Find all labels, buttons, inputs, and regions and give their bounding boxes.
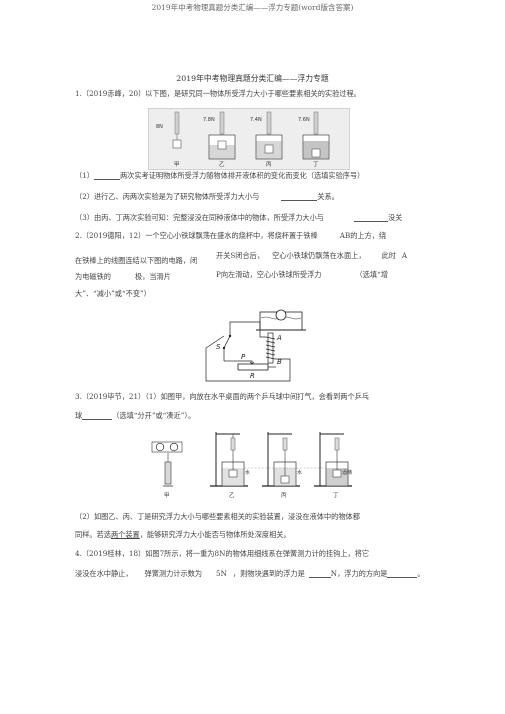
page-header: 2019年中考物理真题分类汇编——浮力专题(word版含答案) bbox=[151, 3, 354, 12]
q2-line2a: 在铁棒上的线圈连结以下图的电路，闭 bbox=[75, 256, 198, 265]
q3-stem: 3.（2019毕节，21）（1）如图甲，向放在水平桌面的两个乒乓球中间打气，会看… bbox=[75, 392, 370, 401]
q1-apparatus-a bbox=[172, 111, 182, 149]
q2-line3a: 为电磁铁的极，当滑片 bbox=[75, 272, 171, 281]
q1-label-d: 丁 bbox=[313, 161, 319, 168]
q4-stem: 4.（2019桂林，18）如图7所示，将一重为8N的物体用细线系在弹簧测力计的挂… bbox=[75, 549, 370, 558]
label-r: R bbox=[250, 372, 255, 380]
q3-label-b: 乙 bbox=[229, 492, 235, 499]
document-title: 2019年中考物理真题分类汇编——浮力专题 bbox=[176, 74, 329, 83]
q3-label-d: 丁 bbox=[333, 492, 339, 499]
q1-part1: （1）两次实考证明物体所受浮力随物体排开液体积的变化而变化（选填实验序号） bbox=[75, 171, 365, 180]
label-b: B bbox=[277, 358, 282, 366]
liquid-water-c: 水 bbox=[297, 469, 302, 476]
q3-part3: 同样。若选两个装置，能够研究浮力大小能否与物体所处深度相关。 bbox=[75, 530, 291, 539]
q1-part1-blank[interactable] bbox=[93, 172, 120, 180]
q3-label-c: 丙 bbox=[281, 492, 287, 499]
rheostat-r bbox=[237, 360, 276, 371]
q2-circuit-figure: S P R A B bbox=[205, 309, 306, 382]
beaker-with-ball bbox=[256, 309, 306, 331]
stand-d bbox=[314, 432, 352, 487]
q3-line2: 球（选填“分开”或“凑近”）。 bbox=[75, 411, 196, 420]
label-a: A bbox=[276, 334, 282, 342]
stand-c bbox=[262, 432, 300, 487]
q1-reading-b: 7.8N bbox=[203, 117, 215, 123]
q1-apparatus-c bbox=[255, 111, 283, 160]
liquid-alcohol-d: 酒精 bbox=[342, 469, 352, 476]
q1-figure: 8N 7.8N 7.4N 7.6N 甲 乙 丙 丁 bbox=[148, 108, 350, 170]
q1-part2-blank[interactable] bbox=[281, 193, 318, 201]
q1-apparatus-b bbox=[208, 111, 236, 160]
q3-label-a: 甲 bbox=[164, 492, 170, 499]
q1-apparatus-d bbox=[302, 111, 330, 160]
q1-part3: （3）由丙、丁两次实验可知：完整浸没在同种液体中的物体，所受浮力大小与没关 bbox=[75, 213, 403, 222]
q4-direction-blank[interactable] bbox=[387, 570, 418, 578]
q1-reading-c: 7.4N bbox=[250, 117, 262, 123]
q3-figure: 水 水 酒精 甲 乙 丙 丁 bbox=[151, 432, 352, 499]
q1-part2: （2）进行乙、丙两次实验是为了研究物体所受浮力大小与关系。 bbox=[75, 192, 339, 201]
q1-stem: 1.（2019赤峰，20）以下图，是研究同一物体所受浮力大小于哪些要素相关的实验… bbox=[75, 89, 361, 98]
q3-part3-answer: 两个装置 bbox=[110, 530, 140, 539]
q1-label-b: 乙 bbox=[219, 161, 225, 168]
iron-rod-coil bbox=[265, 332, 276, 364]
q3-part1-blank[interactable] bbox=[82, 412, 113, 420]
stand-b bbox=[210, 432, 248, 487]
q1-label-c: 丙 bbox=[266, 161, 272, 168]
switch-s bbox=[222, 334, 238, 362]
label-s: S bbox=[216, 343, 221, 351]
q1-label-a: 甲 bbox=[174, 161, 180, 168]
q4-buoyancy-blank[interactable] bbox=[308, 570, 331, 578]
q3-part2: （2）如图乙、丙、丁是研究浮力大小与哪些要素相关的实验装置，浸没在液体中的物体都 bbox=[75, 512, 360, 521]
q1-reading-a: 8N bbox=[156, 124, 163, 130]
q2-line3b: P向左滑动，空心小铁球所受浮力（选填“增 bbox=[216, 270, 388, 279]
q1-part3-blank[interactable] bbox=[353, 214, 388, 222]
ping-pong-setup bbox=[151, 441, 183, 487]
q1-reading-d: 7.6N bbox=[298, 117, 310, 123]
label-p: P bbox=[241, 353, 246, 361]
q2-line4: 大”、“减小”或“不变”） bbox=[75, 289, 151, 298]
liquid-water-b: 水 bbox=[245, 469, 250, 476]
